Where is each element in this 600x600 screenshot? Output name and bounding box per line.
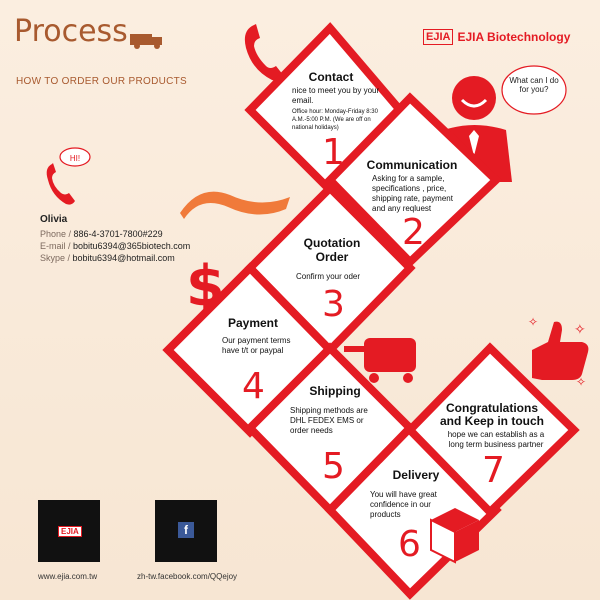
step-2-text: Asking for a sample, specifications , pr… (372, 174, 453, 213)
step-6-title: Delivery (392, 468, 440, 482)
svg-text:✧: ✧ (528, 315, 538, 329)
email-value[interactable]: bobitu6394@365biotech.com (73, 241, 191, 251)
step-3-number: 3 (322, 284, 345, 325)
step-5-number: 5 (322, 446, 345, 487)
facebook-icon: f (178, 522, 194, 538)
step-1-text: nice to meet you by your email. (292, 86, 380, 105)
brand-name: EJIA Biotechnology (457, 30, 571, 44)
phone-value[interactable]: 886-4-3701-7800#229 (73, 229, 163, 239)
package-icon (430, 508, 479, 564)
phone-icon (244, 24, 284, 81)
subtitle: HOW TO ORDER OUR PRODUCTS (16, 76, 188, 87)
email-label: E-mail / (40, 241, 71, 251)
step-6-number: 6 (398, 524, 421, 565)
step-4-number: 4 (242, 366, 265, 407)
contact-name: Olivia (40, 214, 68, 225)
skype-label: Skype / (40, 253, 71, 263)
step-7-number: 7 (482, 450, 505, 491)
step-4-title: Payment (227, 316, 279, 330)
step-2-title: Communication (366, 158, 458, 172)
step-7-text: hope we can establish as a long term bus… (447, 430, 545, 449)
contact-card: Olivia Phone / 886-4-3701-7800#229 E-mai… (40, 214, 190, 264)
step-7-card (404, 342, 580, 518)
hi-bubble: HI! (59, 147, 91, 167)
speech-bubble-text: What can I do for you? (509, 76, 559, 94)
qr-label-facebook[interactable]: zh-tw.facebook.com/QQejoy (137, 572, 238, 581)
step-7-title: Congratulations and Keep in touch (439, 401, 544, 428)
step-5-text: Shipping methods are DHL FEDEX EMS or or… (290, 406, 368, 435)
step-6-text: You will have great confidence in our pr… (370, 490, 437, 519)
svg-text:✧: ✧ (576, 375, 586, 389)
step-5-title: Shipping (309, 384, 361, 398)
thumbs-up-icon (532, 321, 589, 380)
step-4-text: Our payment terms have t/t or paypal (222, 336, 291, 355)
ribbon-icon (180, 191, 290, 219)
speech-bubble: What can I do for you? (501, 65, 567, 115)
step-3-text: Confirm your oder (296, 272, 361, 281)
step-1-title: Contact (308, 70, 354, 84)
step-2-card (324, 92, 502, 268)
step-1-note: Office hour: Monday-Friday 8:30 A.M.-5:0… (292, 109, 378, 131)
svg-text:✧: ✧ (574, 321, 586, 337)
truck-icon (130, 34, 162, 49)
sparkle-icon: ✧ ✧ ✧ (528, 315, 586, 389)
phone-contact-icon (46, 163, 75, 205)
phone-label: Phone / (40, 229, 72, 239)
brand-logo: EJIA (423, 29, 454, 45)
qr-label-website[interactable]: www.ejia.com.tw (38, 572, 98, 581)
page-title: Process (14, 14, 128, 49)
step-3-title: Quotation Order (303, 236, 361, 264)
qr-badge-logo: EJIA (58, 526, 82, 537)
brand[interactable]: EJIA EJIA Biotechnology (423, 29, 570, 45)
skype-value[interactable]: bobitu6394@hotmail.com (72, 253, 175, 263)
hi-bubble-text: HI! (70, 154, 80, 163)
step-2-number: 2 (402, 212, 425, 253)
cart-icon (344, 338, 416, 383)
step-1-number: 1 (322, 132, 345, 173)
